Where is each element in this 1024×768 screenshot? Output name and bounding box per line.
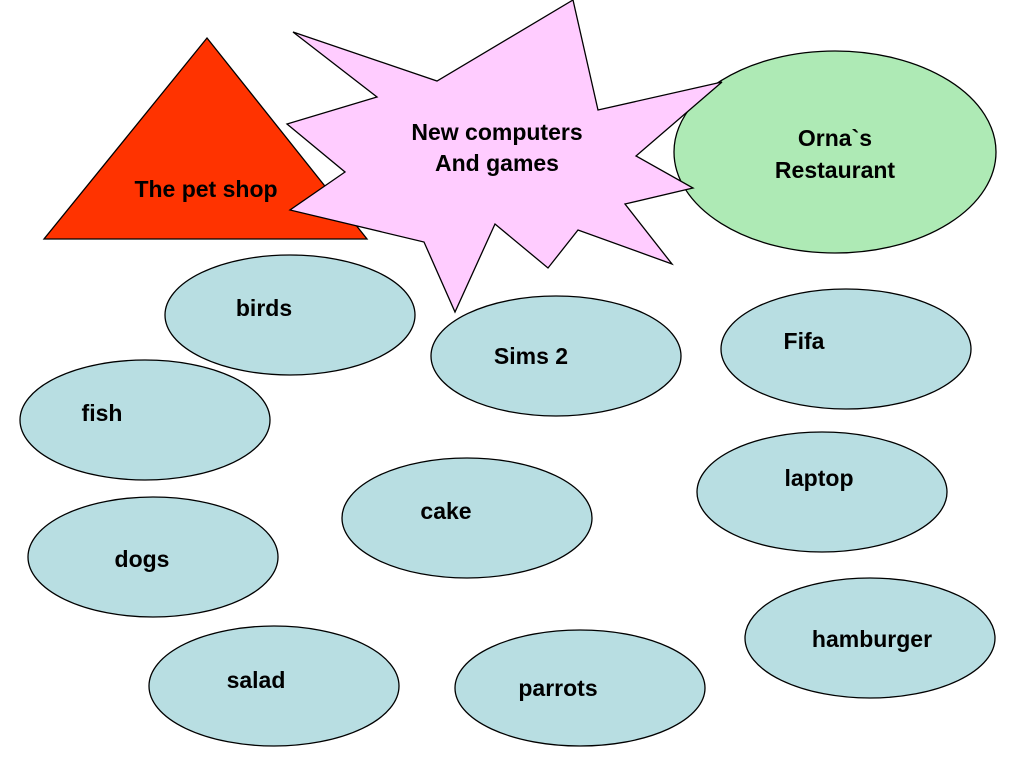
item-sims2-shape[interactable] bbox=[430, 295, 682, 417]
item-fifa-shape[interactable] bbox=[720, 288, 972, 410]
restaurant-ellipse-shape bbox=[673, 50, 997, 254]
item-dogs-label: dogs bbox=[115, 546, 170, 572]
item-cake[interactable]: cake bbox=[341, 457, 593, 579]
item-birds-shape[interactable] bbox=[164, 254, 416, 376]
item-birds-label: birds bbox=[236, 295, 292, 321]
item-cake-label: cake bbox=[420, 498, 471, 524]
item-cake-shape[interactable] bbox=[341, 457, 593, 579]
item-parrots-shape[interactable] bbox=[454, 629, 706, 747]
pet-shop-label: The pet shop bbox=[134, 176, 277, 202]
restaurant-label-line1: Orna`s bbox=[798, 125, 872, 151]
item-sims2[interactable]: Sims 2 bbox=[430, 295, 682, 417]
pet-shop-triangle-shape bbox=[42, 36, 369, 240]
computers-star-shape bbox=[285, 0, 723, 314]
restaurant-label-line2: Restaurant bbox=[775, 157, 895, 183]
item-birds[interactable]: birds bbox=[164, 254, 416, 376]
item-salad-shape[interactable] bbox=[148, 625, 400, 747]
computers-label-line1: New computers bbox=[411, 119, 582, 145]
computers-category: New computers And games bbox=[285, 0, 723, 314]
item-fifa[interactable]: Fifa bbox=[720, 288, 972, 410]
item-parrots-label: parrots bbox=[518, 675, 597, 701]
item-hamburger-label: hamburger bbox=[812, 626, 932, 652]
item-laptop[interactable]: laptop bbox=[696, 431, 948, 553]
item-fifa-label: Fifa bbox=[784, 328, 825, 354]
pet-shop-category: The pet shop bbox=[42, 36, 369, 240]
item-sims2-label: Sims 2 bbox=[494, 343, 568, 369]
item-fish-label: fish bbox=[82, 400, 123, 426]
item-salad[interactable]: salad bbox=[148, 625, 400, 747]
restaurant-category: Orna`s Restaurant bbox=[673, 50, 997, 254]
item-hamburger-shape[interactable] bbox=[744, 577, 996, 699]
item-laptop-label: laptop bbox=[785, 465, 854, 491]
item-dogs-shape[interactable] bbox=[27, 496, 279, 618]
computers-label-line2: And games bbox=[435, 150, 559, 176]
item-salad-label: salad bbox=[227, 667, 286, 693]
item-parrots[interactable]: parrots bbox=[454, 629, 706, 747]
item-laptop-shape[interactable] bbox=[696, 431, 948, 553]
item-fish[interactable]: fish bbox=[19, 359, 271, 481]
item-fish-shape[interactable] bbox=[19, 359, 271, 481]
item-hamburger[interactable]: hamburger bbox=[744, 577, 996, 699]
item-dogs[interactable]: dogs bbox=[27, 496, 279, 618]
